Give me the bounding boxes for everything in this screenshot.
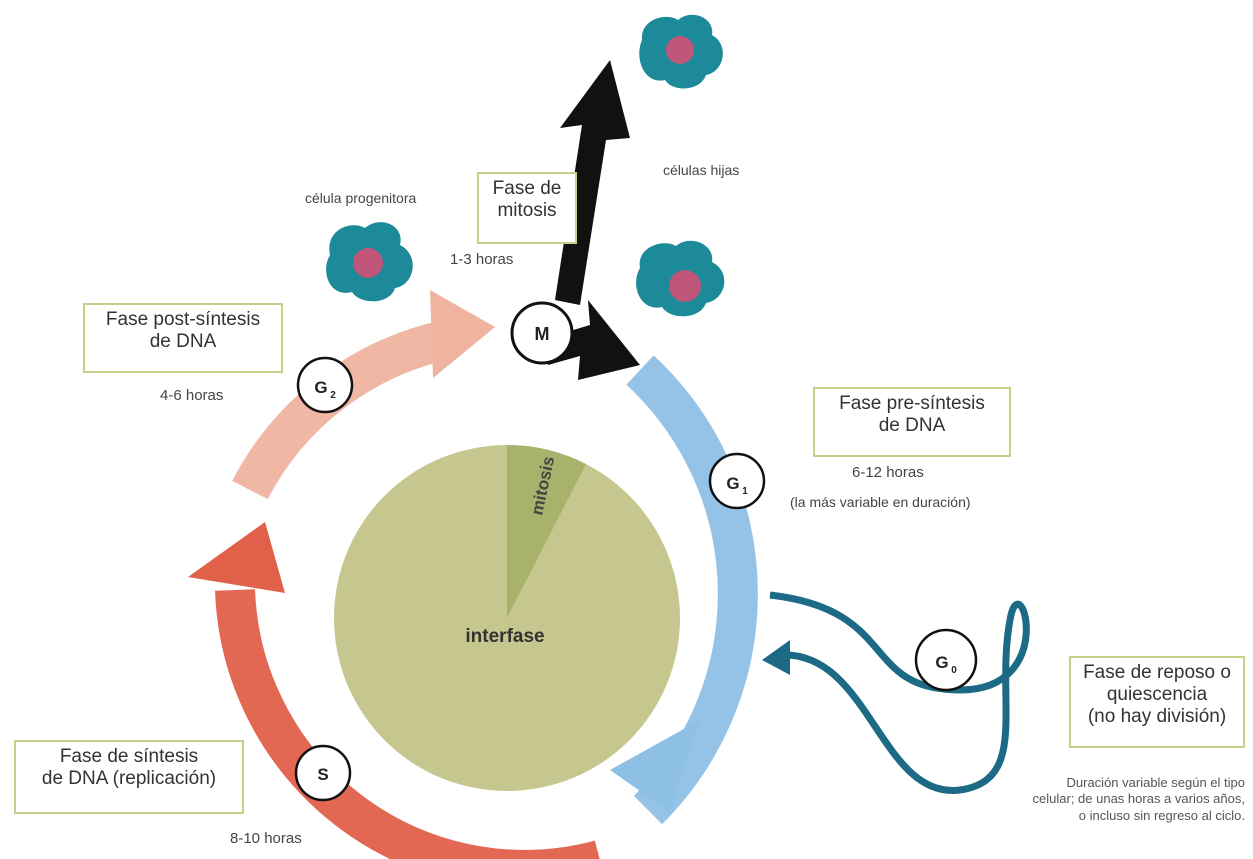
synth-box-line2: de DNA (replicación) (41, 767, 217, 789)
daughter-cell-top (639, 14, 723, 89)
phase-s-label: S (317, 765, 328, 784)
s-phase-arrowhead (188, 522, 285, 593)
pre-synthesis-note: (la más variable en duración) (790, 494, 971, 510)
rest-phase-note: Duración variable según el tipo celular;… (955, 775, 1245, 824)
mitosis-arrow-right (540, 300, 640, 380)
progenitor-cell (326, 222, 413, 302)
mitosis-box-line2: mitosis (497, 199, 557, 221)
post-synthesis-box: Fase post-síntesis de DNA (83, 303, 283, 373)
phase-m-label: M (535, 324, 550, 344)
rest-phase-box: Fase de reposo o quiescencia (no hay div… (1069, 656, 1245, 748)
phase-g0-subscript: 0 (951, 665, 957, 676)
mitosis-slice (507, 444, 586, 618)
phase-g2-subscript: 2 (330, 390, 336, 401)
g1-phase-arrowhead (610, 720, 700, 812)
post-box-line1: Fase post-síntesis (105, 309, 261, 330)
rest-note-line2: celular; de unas horas a varios años, (1032, 791, 1245, 807)
g1-phase-arc (626, 355, 758, 825)
synth-box-line1: Fase de síntesis (59, 746, 199, 767)
mitosis-time: 1-3 horas (450, 251, 514, 268)
rest-box-line2: quiescencia (1106, 683, 1208, 705)
phase-marker-s: S (294, 744, 352, 802)
daughter-cell-bottom (636, 240, 725, 317)
post-box-line2: de DNA (149, 330, 217, 352)
phase-marker-m: M (510, 301, 574, 365)
synthesis-time: 8-10 horas (230, 830, 302, 847)
rest-note-line3: o incluso sin regreso al ciclo. (1078, 807, 1245, 823)
pre-synthesis-time: 6-12 horas (852, 464, 924, 481)
g0-arrowhead (762, 640, 790, 675)
post-synthesis-time: 4-6 horas (160, 387, 224, 404)
pre-synthesis-box: Fase pre-síntesis de DNA (813, 387, 1011, 457)
rest-box-line3: (no hay división) (1087, 705, 1227, 727)
phase-g0-label: G (935, 653, 948, 672)
progenitor-cell-label: célula progenitora (305, 190, 417, 206)
phase-g1-label: G (726, 474, 739, 493)
daughter-cells-label: células hijas (663, 162, 740, 178)
pre-box-line2: de DNA (878, 414, 946, 436)
g0-loop (769, 591, 1030, 794)
phase-marker-g1: G 1 (708, 452, 766, 510)
mitosis-phase-box: Fase de mitosis (477, 172, 577, 244)
g2-phase-arrowhead (430, 290, 495, 378)
phase-g2-label: G (314, 378, 327, 397)
rest-note-line1: Duración variable según el tipo (1066, 775, 1246, 790)
mitosis-box-line1: Fase de (492, 178, 562, 199)
rest-box-line1: Fase de reposo o (1083, 662, 1231, 683)
synthesis-box: Fase de síntesis de DNA (replicación) (14, 740, 244, 814)
phase-marker-g0: G 0 (914, 628, 978, 692)
pre-box-line1: Fase pre-síntesis (839, 393, 985, 414)
phase-marker-g2: G 2 (296, 356, 354, 414)
s-phase-arc (215, 589, 600, 859)
interphase-label: interfase (465, 626, 544, 647)
phase-g1-subscript: 1 (742, 486, 748, 497)
